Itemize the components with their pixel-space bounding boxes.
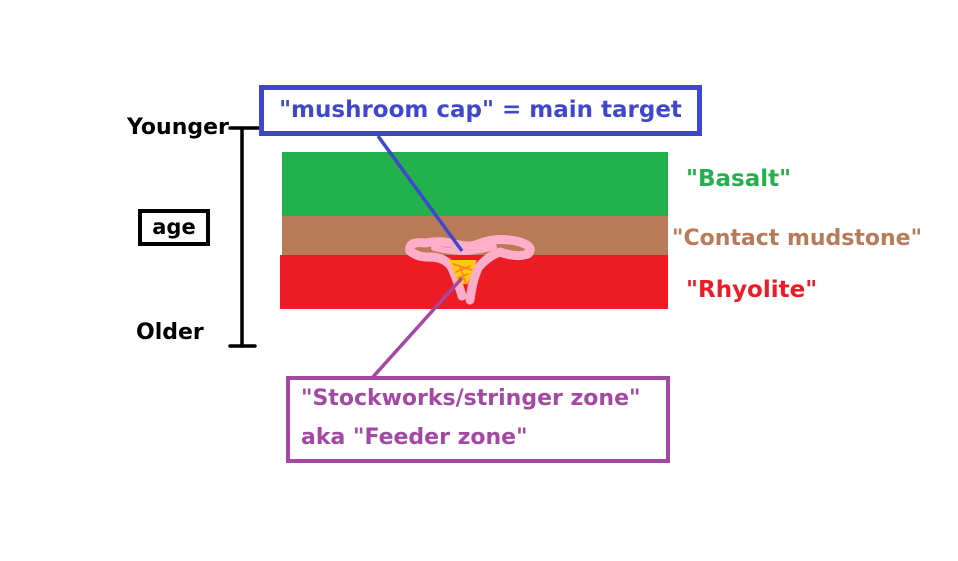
mushroom-cap-pointer: [376, 134, 464, 253]
stockworks-pointer: [370, 276, 464, 380]
basalt-label: "Basalt": [686, 166, 792, 192]
older-label: Older: [136, 320, 204, 345]
mushroom-cap-callout: "mushroom cap" = main target: [259, 85, 702, 136]
stockworks-callout: "Stockworks/stringer zone" aka "Feeder z…: [286, 376, 670, 463]
stringers: [449, 260, 477, 285]
age-label-box: age: [138, 209, 210, 246]
basalt-layer: [282, 152, 668, 216]
younger-label: Younger: [127, 115, 229, 140]
stockworks-text-line2: aka "Feeder zone": [301, 425, 528, 450]
stockworks-text-line1: "Stockworks/stringer zone": [301, 386, 641, 411]
mushroom-cap-text: "mushroom cap" = main target: [279, 97, 682, 123]
mudstone-label: "Contact mudstone": [672, 226, 923, 251]
age-axis: [228, 126, 260, 348]
age-label: age: [152, 215, 196, 239]
rhyolite-label: "Rhyolite": [686, 277, 818, 303]
